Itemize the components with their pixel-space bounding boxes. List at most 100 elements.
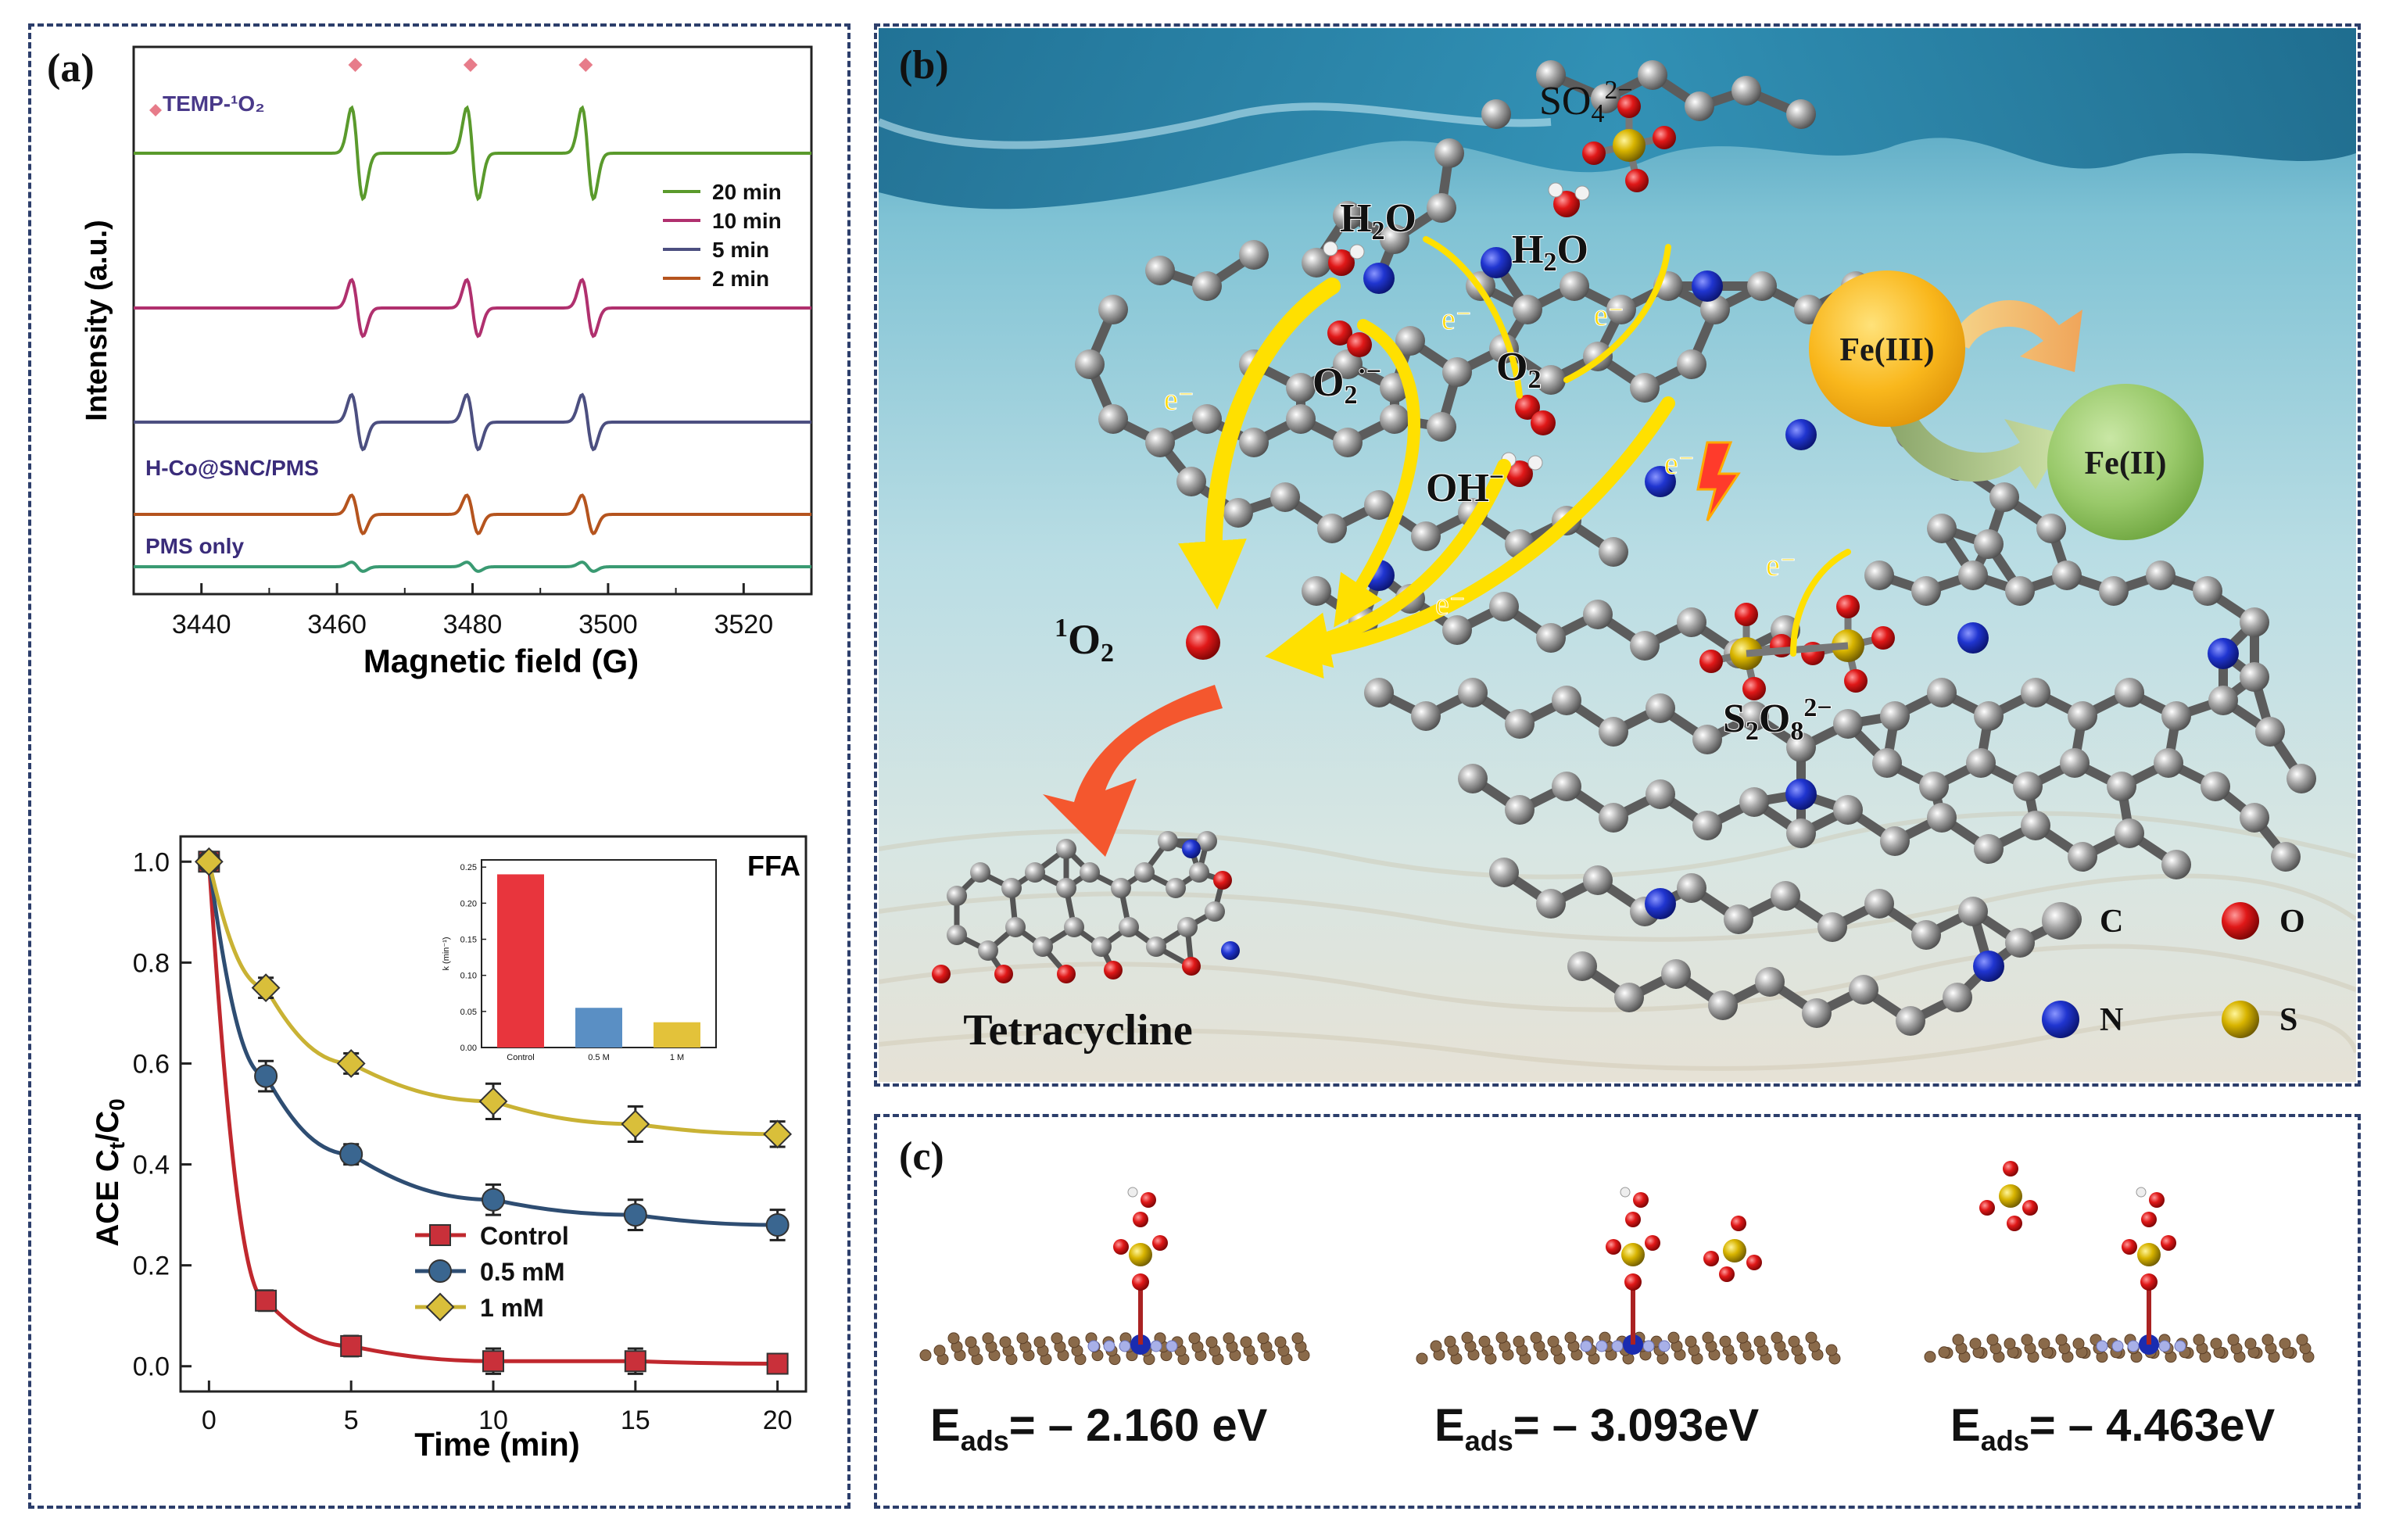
- slab-carbon-atom: [1547, 1335, 1560, 1348]
- slab-carbon-atom: [1719, 1335, 1731, 1348]
- oxygen-atom: [1836, 595, 1860, 618]
- carbon-atom: [1505, 795, 1534, 825]
- slab-carbon-atom: [2021, 1334, 2033, 1346]
- slab-carbon-atom: [2244, 1338, 2257, 1350]
- carbon-atom: [1364, 490, 1394, 520]
- oxygen-atom: [2007, 1216, 2022, 1231]
- hydrogen-atom: [1548, 182, 1563, 198]
- slab-carbon-atom: [2004, 1338, 2016, 1350]
- slab-carbon-atom: [1969, 1338, 1982, 1350]
- slab-carbon-atom: [1205, 1336, 1218, 1348]
- ffa-data-point: [425, 1292, 455, 1322]
- carbon-atom: [1145, 428, 1175, 457]
- nitrogen-atom: [1785, 779, 1817, 810]
- carbon-atom: [1943, 983, 1972, 1012]
- slab-nitrogen-atom: [1103, 1340, 1116, 1352]
- free-sulfate-1: [1703, 1216, 1762, 1282]
- carbon-atom: [1239, 428, 1269, 457]
- nitrogen-atom: [1692, 270, 1723, 302]
- slab-carbon-atom: [1444, 1335, 1456, 1348]
- carbon-atom: [1739, 701, 1769, 731]
- oxygen-atom: [1141, 1192, 1156, 1208]
- carbon-atom: [2021, 811, 2050, 840]
- carbon-atom: [1974, 834, 2004, 864]
- oxygen-atom: [1979, 1200, 1995, 1216]
- epr-series-line: [134, 392, 811, 452]
- carbon-atom: [1927, 678, 1957, 707]
- persulfate-bridge-bond: [1746, 642, 1849, 657]
- hydrogen-atom: [1574, 185, 1590, 201]
- oxygen-atom: [1057, 965, 1076, 983]
- slab-carbon-atom: [2055, 1334, 2068, 1346]
- slab-carbon-atom: [1702, 1331, 1714, 1344]
- carbon-atom: [1661, 959, 1691, 989]
- ffa-data-point: [624, 1350, 646, 1373]
- electron-label: e⁻: [1664, 446, 1695, 481]
- inset-ytick-label: 0.05: [460, 1008, 477, 1017]
- legend-atom-swatch: [2222, 1001, 2259, 1038]
- carbon-atom: [1489, 592, 1519, 621]
- nitrogen-atom: [2208, 638, 2239, 669]
- carbon-atom: [1302, 248, 1331, 278]
- water-wave: [879, 28, 2356, 210]
- carbon-atom: [1677, 873, 1706, 903]
- species-o2: O2: [1496, 345, 1541, 394]
- slab-carbon-atom: [1051, 1332, 1063, 1345]
- carbon-atom: [1033, 937, 1053, 957]
- carbon-atom: [2271, 842, 2301, 872]
- epr-xtick-label: 3500: [578, 610, 638, 639]
- slab-carbon-atom: [2193, 1334, 2205, 1346]
- carbon-atom: [1158, 831, 1178, 851]
- oxygen-atom: [932, 965, 951, 983]
- carbon-atom: [1442, 615, 1472, 645]
- carbon-atom: [947, 925, 967, 945]
- slab-carbon-atom: [2279, 1338, 2291, 1350]
- slab-carbon-atom: [1016, 1332, 1029, 1345]
- electron-label: e⁻: [1594, 297, 1624, 332]
- oxygen-atom: [994, 965, 1013, 983]
- carbon-atom: [1974, 701, 2004, 731]
- ffa-legend-label: Control: [480, 1222, 569, 1250]
- carbon-atom: [1560, 271, 1589, 301]
- oxygen-atom: [1617, 95, 1641, 118]
- slab-carbon-atom: [1530, 1331, 1542, 1344]
- carbon-atom: [1080, 862, 1100, 883]
- carbon-atom: [2052, 560, 2082, 590]
- oxygen-atom: [1132, 1273, 1149, 1291]
- epr-xlabel: Magnetic field (G): [363, 643, 639, 679]
- nitrogen-atom: [1785, 419, 1817, 450]
- nitrogen-atom: [1645, 466, 1676, 497]
- oxygen-atom: [1844, 669, 1868, 693]
- free-sulfate-2: [1979, 1161, 2038, 1231]
- oxygen-atom: [1625, 1212, 1641, 1227]
- hydrogen-atom: [1349, 244, 1365, 260]
- carbon-atom: [1583, 600, 1613, 629]
- ffa-data-point: [766, 1352, 789, 1375]
- oxygen-atom: [1871, 626, 1895, 650]
- electron-path-arrow: [1423, 236, 1523, 399]
- carbon-atom: [1111, 878, 1131, 898]
- ffa-ytick-label: 0.6: [133, 1049, 170, 1079]
- water-molecule: [1323, 241, 1365, 276]
- sulfate-molecule: [1582, 95, 1676, 192]
- nitrogen-atom: [1363, 263, 1395, 294]
- ffa-data-point: [482, 1187, 505, 1212]
- carbon-atom: [1849, 975, 1878, 1005]
- carbon-atom: [1176, 467, 1206, 496]
- carbon-atom: [2208, 686, 2238, 715]
- slab-carbon-atom: [1068, 1336, 1080, 1348]
- oxygen-atom: [1735, 603, 1758, 626]
- slab-carbon-atom: [1825, 1344, 1838, 1356]
- carbon-atom: [1177, 917, 1198, 937]
- hydrogen-atom: [1127, 1187, 1138, 1198]
- carbon-atom: [1239, 240, 1269, 270]
- carbon-atom: [1075, 349, 1105, 379]
- carbon-atom: [1692, 811, 1722, 840]
- carbon-atom: [1646, 779, 1675, 809]
- oxygen-atom: [1699, 650, 1723, 673]
- dioxygen-oxygen: [1515, 395, 1540, 420]
- slab-carbon-atom: [1416, 1352, 1428, 1365]
- carbon-atom: [1458, 764, 1488, 793]
- carbon-atom: [1197, 831, 1217, 851]
- panel-a: [28, 23, 851, 1509]
